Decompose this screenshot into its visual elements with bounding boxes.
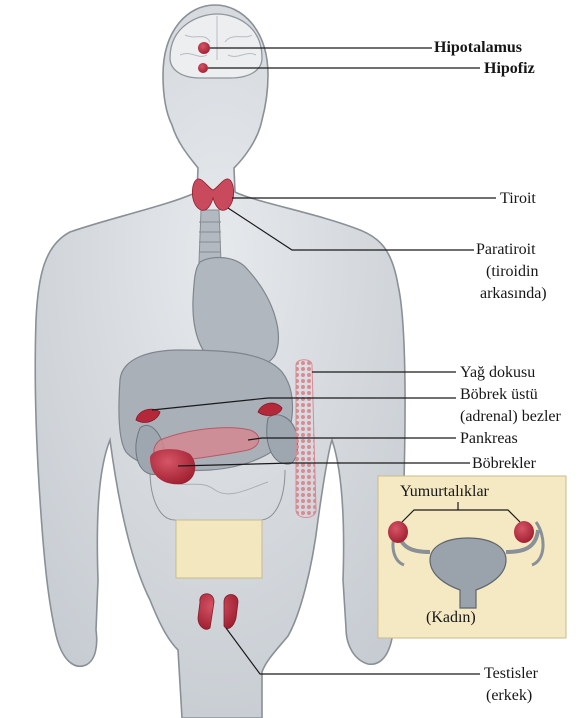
adipose-tissue xyxy=(296,360,316,518)
label-parathyroid-line1: Paratiroit xyxy=(476,240,536,259)
label-adrenal-line2: (adrenal) bezler xyxy=(460,407,561,426)
hypothalamus-gland xyxy=(198,42,210,54)
label-kidneys: Böbrekler xyxy=(472,454,536,473)
label-parathyroid-line2: (tiroidin xyxy=(486,262,538,281)
label-female: (Kadın) xyxy=(426,608,476,627)
label-ovaries: Yumurtalıklar xyxy=(400,482,489,501)
label-pituitary: Hipofiz xyxy=(484,59,535,78)
label-pancreas: Pankreas xyxy=(460,429,518,448)
right-ovary xyxy=(514,521,534,543)
trachea xyxy=(199,210,221,262)
label-testes-line2: (erkek) xyxy=(486,686,532,705)
label-adipose: Yağ dokusu xyxy=(460,363,535,382)
label-thyroid: Tiroit xyxy=(500,189,536,208)
label-hypothalamus: Hipotalamus xyxy=(434,38,522,57)
bladder-patch xyxy=(176,520,262,578)
left-ovary xyxy=(388,521,408,543)
label-parathyroid-line3: arkasında) xyxy=(480,284,547,303)
label-testes-line1: Testisler xyxy=(484,664,538,683)
label-adrenal-line1: Böbrek üstü xyxy=(460,385,538,404)
pituitary-gland xyxy=(198,63,208,73)
